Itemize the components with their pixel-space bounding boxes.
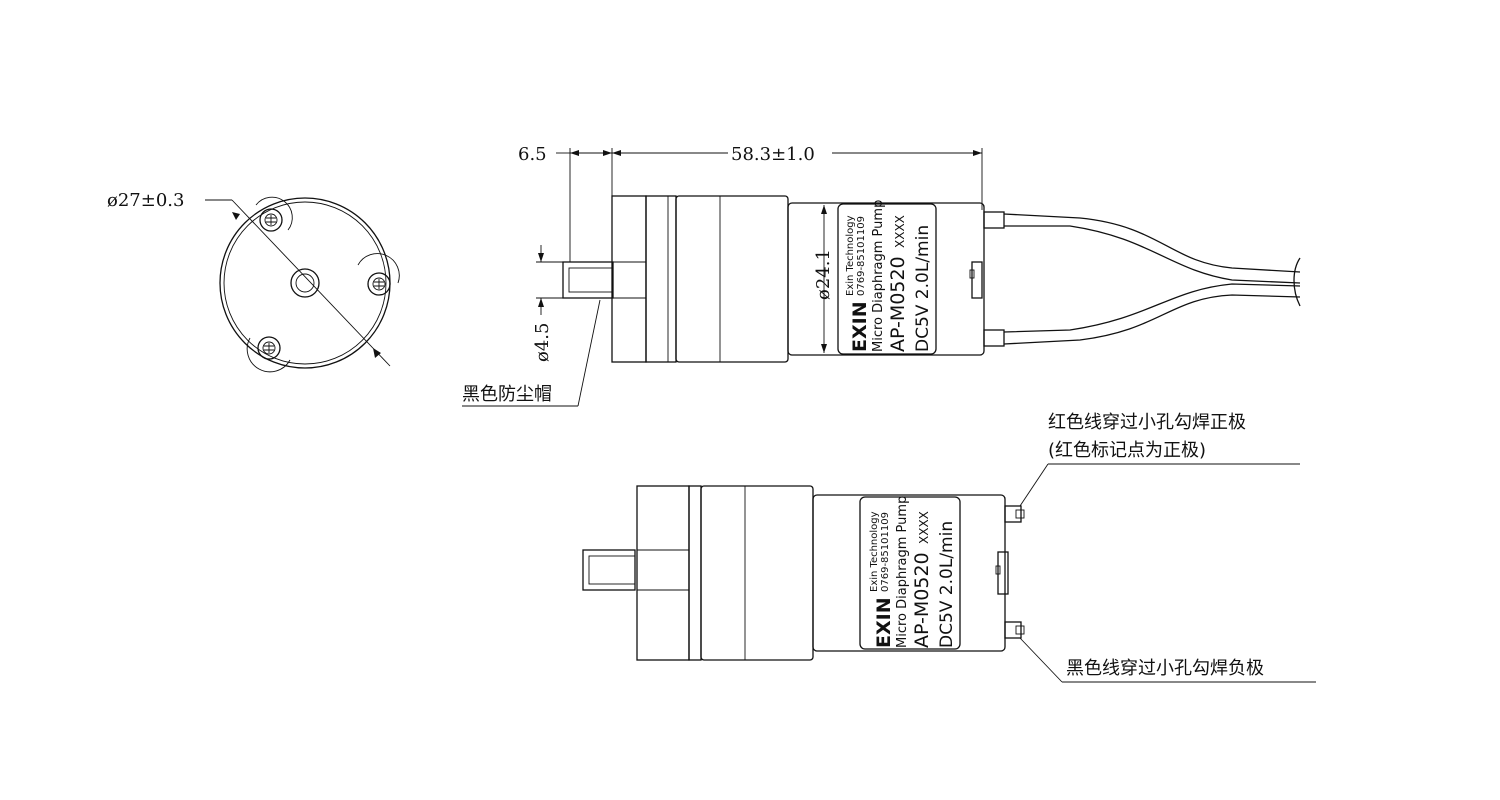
- dim-overall-length: 58.3±1.0: [731, 144, 815, 165]
- terminal-negative: [983, 329, 1005, 347]
- annotation-dust-cap: 黑色防尘帽: [462, 384, 552, 405]
- company-name: Exin Technology: [869, 511, 880, 592]
- wire-black-lower: [1003, 283, 1301, 333]
- motor-label-text: EXIN Exin Technology 0769-85101109 Micro…: [845, 200, 933, 352]
- wire-red-lower: [1004, 225, 1301, 284]
- pump-head-mid: [645, 195, 677, 363]
- pump-head-body: [675, 195, 789, 363]
- company-phone: 0769-85101109: [856, 216, 867, 296]
- company-name: Exin Technology: [845, 215, 856, 296]
- nozzle-bore: [568, 267, 614, 293]
- pump-head-cap: [636, 485, 690, 661]
- terminal-positive: [1004, 505, 1022, 523]
- motor-rear-tab: [971, 261, 983, 299]
- dim-nozzle-diameter: ø4.5: [532, 323, 553, 362]
- motor-can: [787, 202, 985, 356]
- screw-icon: [357, 253, 400, 296]
- motor-label-plate: [859, 496, 961, 650]
- end-view-inner-rim: [223, 201, 387, 365]
- wire-break: [1293, 257, 1301, 307]
- leader-line: [1019, 637, 1063, 683]
- pump-head-body: [700, 485, 814, 661]
- wire-black-upper: [1003, 294, 1301, 345]
- dim-motor-diameter: ø24.1: [813, 249, 834, 300]
- screw-icon: [246, 336, 291, 373]
- dim-nozzle-length: 6.5: [518, 144, 547, 165]
- nozzle: [562, 261, 614, 299]
- rating: DC5V 2.0L/min: [913, 225, 933, 352]
- terminal-positive: [983, 211, 1005, 229]
- product-name: Micro Diaphragm Pump: [895, 496, 910, 648]
- screw-icon: [255, 196, 293, 232]
- model-number: AP-M0520: [887, 256, 909, 352]
- dim-body-diameter: ø27±0.3: [107, 190, 184, 211]
- motor-label-plate: [837, 203, 937, 355]
- leader-line: [1019, 463, 1049, 507]
- annotation-red-wire: 红色线穿过小孔勾焊正极: [1048, 412, 1246, 433]
- wire-red-upper: [1003, 213, 1301, 273]
- pump-head-cap: [611, 195, 647, 363]
- end-view-nozzle-inner: [295, 273, 315, 293]
- serial-number: XXXX: [917, 511, 931, 544]
- serial-number: XXXX: [893, 215, 907, 248]
- terminal-negative: [1004, 621, 1022, 639]
- annotation-red-mark: (红色标记点为正极): [1048, 440, 1206, 461]
- diameter-dim-line: [231, 199, 391, 367]
- model-number: AP-M0520: [911, 552, 933, 648]
- brand-logo: EXIN: [849, 301, 871, 352]
- product-name: Micro Diaphragm Pump: [871, 200, 886, 352]
- dim-arrow: [232, 212, 240, 220]
- pump-head-mid: [688, 485, 702, 661]
- brand-logo: EXIN: [873, 597, 895, 648]
- company-phone: 0769-85101109: [880, 512, 891, 592]
- leader-line: [577, 299, 601, 407]
- motor-label-text: EXIN Exin Technology 0769-85101109 Micro…: [869, 496, 957, 648]
- motor-rear-tab: [997, 551, 1009, 595]
- dim-arrow: [373, 348, 381, 358]
- side-view: 6.5 58.3±1.0 ø4.5 ø24.1 EXIN Exin Tec: [462, 144, 1301, 407]
- annotation-black-wire: 黑色线穿过小孔勾焊负极: [1066, 658, 1264, 679]
- end-view-outline: [219, 197, 391, 369]
- motor-can: [812, 494, 1006, 652]
- rating: DC5V 2.0L/min: [937, 521, 957, 648]
- end-view: ø27±0.3: [107, 190, 400, 373]
- end-view-nozzle-outer: [290, 268, 320, 298]
- bottom-view: EXIN Exin Technology 0769-85101109 Micro…: [582, 412, 1316, 683]
